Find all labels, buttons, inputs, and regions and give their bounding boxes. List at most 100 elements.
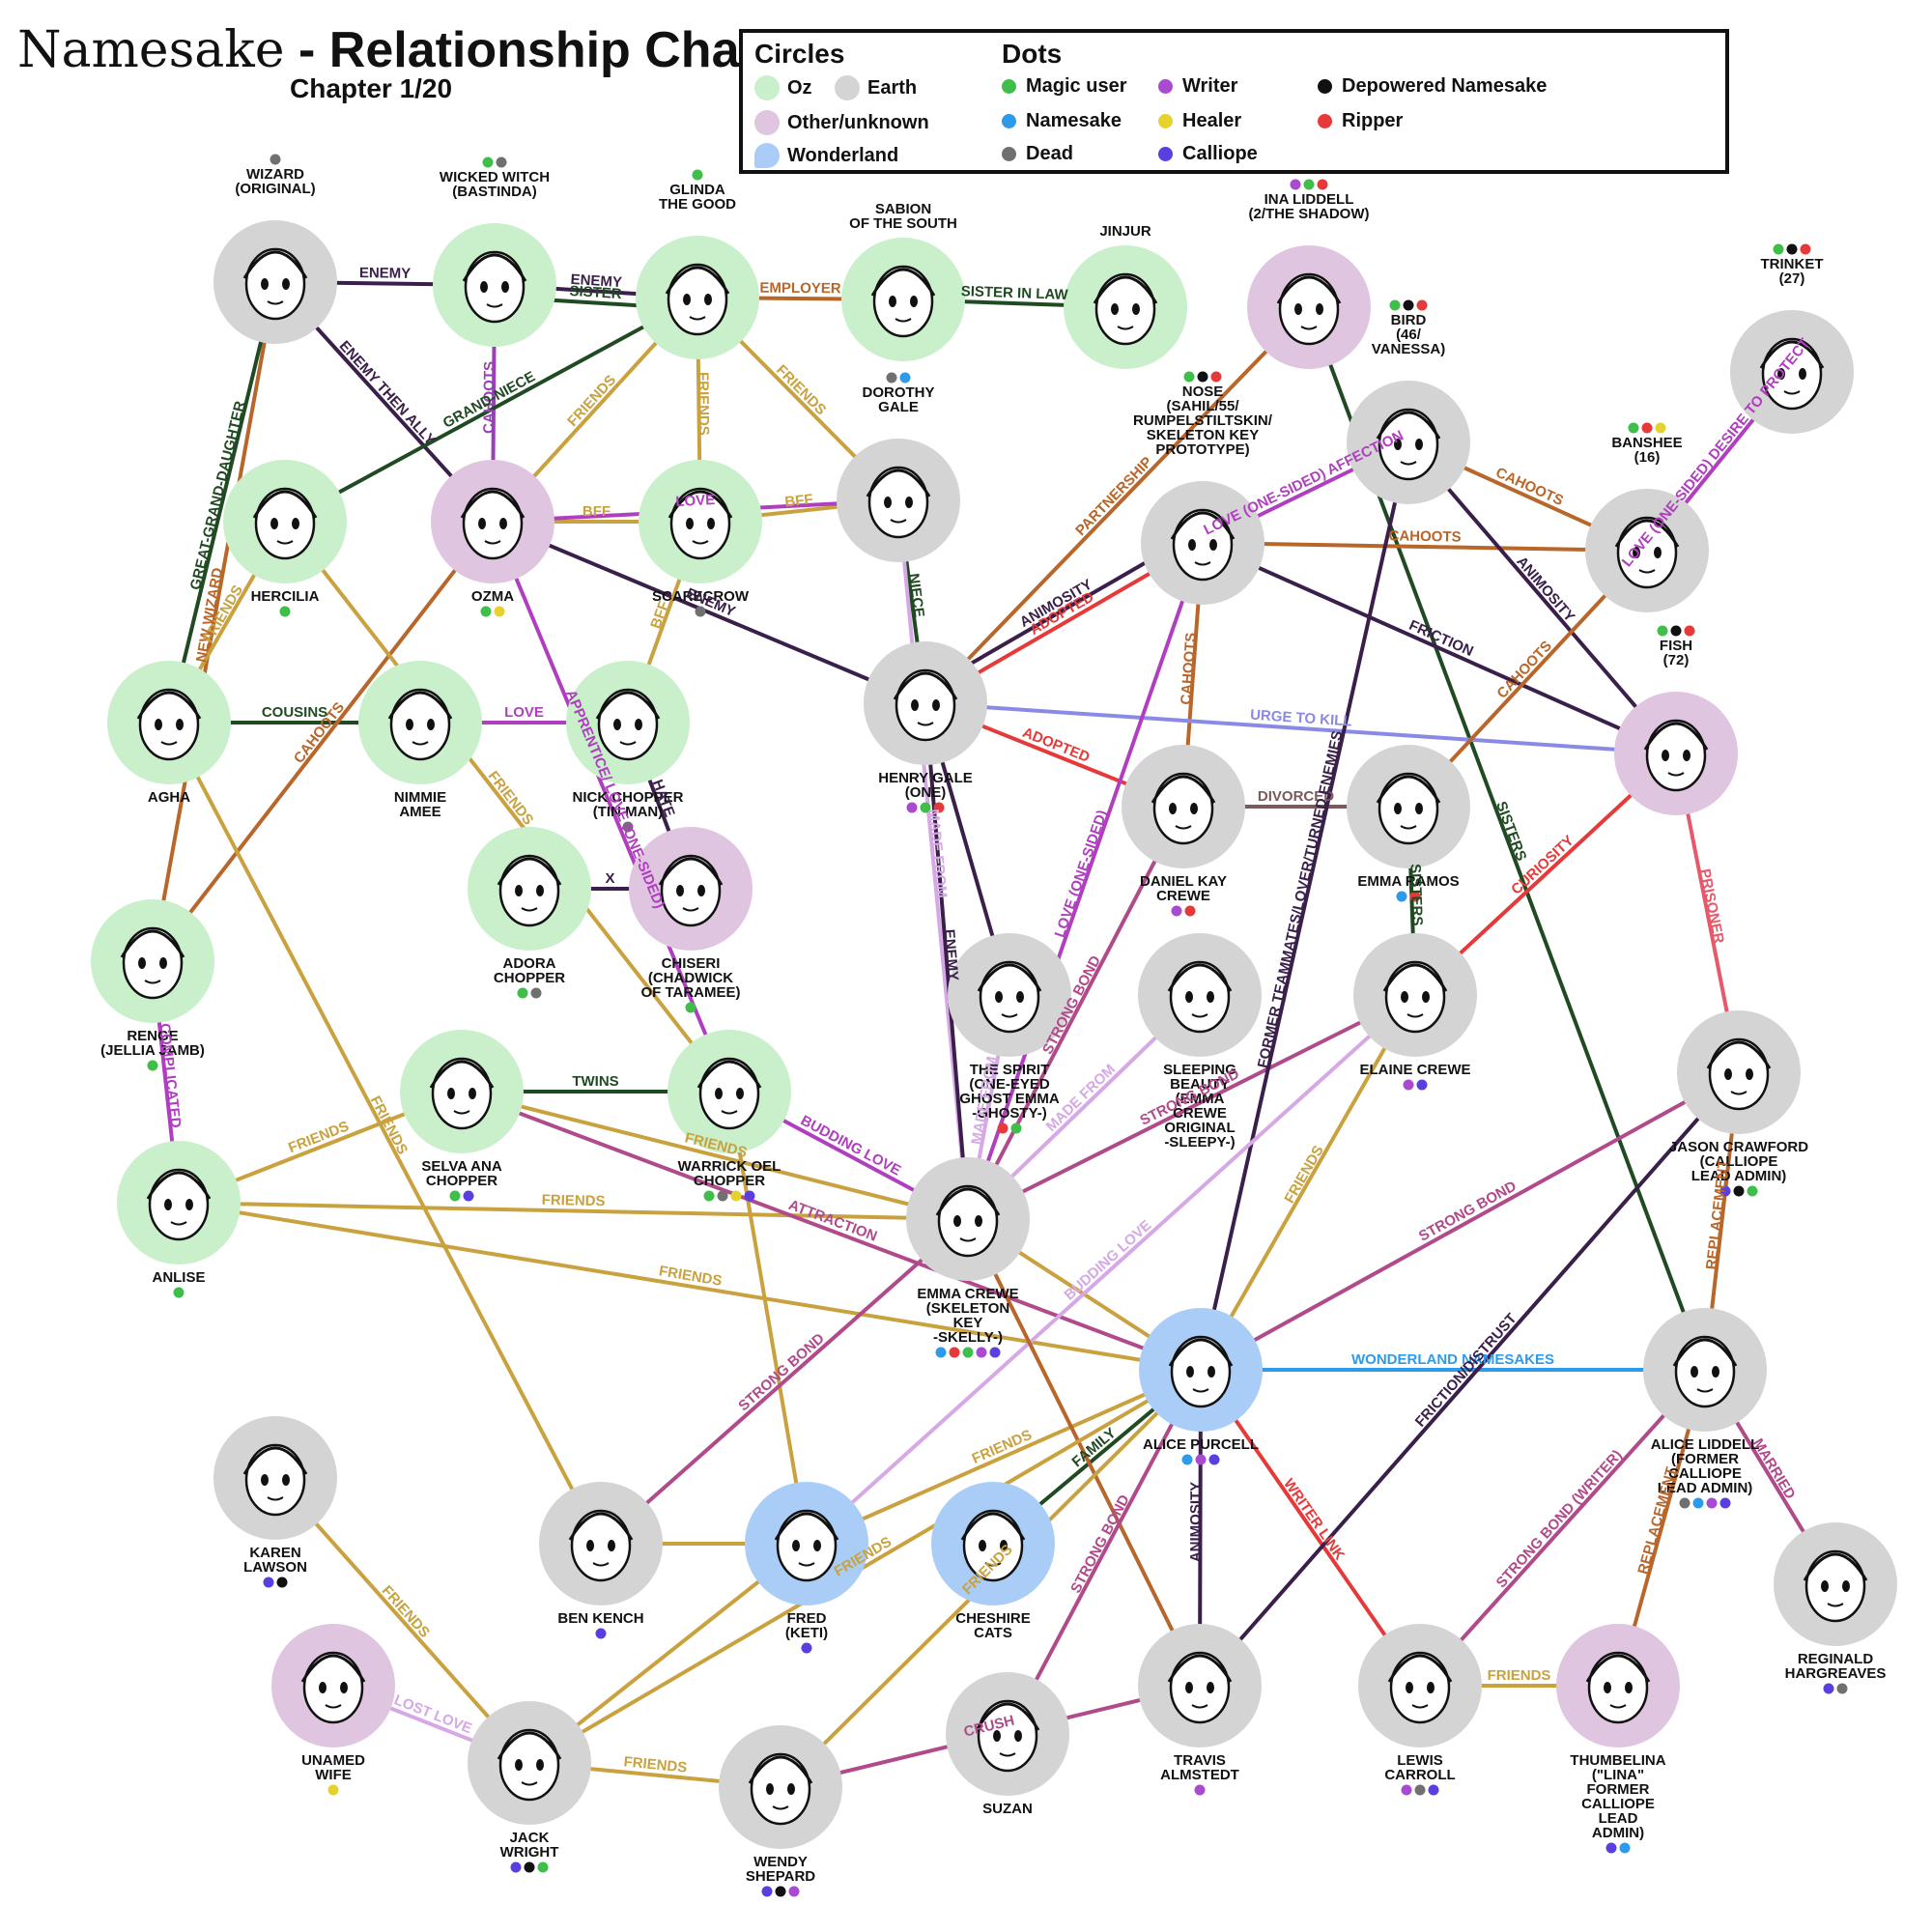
node-scarecrow[interactable]: SCARECROW <box>639 460 762 617</box>
chart-title: Namesake - Relationship Chart <box>17 21 776 79</box>
node-label: OF THE SOUTH <box>849 215 957 232</box>
status-dot <box>695 606 706 617</box>
status-dot <box>1389 299 1401 311</box>
portrait-eye-left <box>155 719 162 730</box>
node-nose[interactable]: NOSE(SAHIL/55/RUMPELSTILTSKIN/SKELETON K… <box>1133 371 1273 606</box>
node-label: INA LIDDELL <box>1264 191 1354 208</box>
node-label: ELAINE CREWE <box>1359 1062 1470 1078</box>
node-thumbelina[interactable]: THUMBELINA("LINA"FORMERCALLIOPELEADADMIN… <box>1556 1624 1680 1854</box>
node-suzan[interactable]: SUZAN <box>946 1672 1069 1817</box>
portrait-face <box>1804 1549 1866 1623</box>
portrait-mouth <box>276 540 294 545</box>
node-wizard[interactable]: WIZARD(ORIGINAL) <box>213 154 337 345</box>
node-label: WARRICK OEL <box>678 1158 781 1175</box>
node-label: LAWSON <box>243 1559 307 1576</box>
node-sleepy[interactable]: SLEEPINGBEAUTY(EMMACREWEORIGINAL-SLEEPY-… <box>1138 933 1262 1151</box>
portrait-hair <box>977 963 1042 992</box>
portrait-face <box>667 263 728 336</box>
edge-henry-emma <box>923 701 970 1221</box>
portrait-face <box>1169 1651 1231 1724</box>
node-banshee[interactable]: BANSHEE(16) <box>1585 422 1709 613</box>
node-ramos[interactable]: EMMA RAMOS <box>1347 745 1470 902</box>
node-label: NOSE <box>1182 384 1224 400</box>
portrait-icon <box>1706 1037 1772 1111</box>
edge-label: BUDDING LOVE <box>1062 1217 1155 1304</box>
portrait-icon <box>146 1168 212 1241</box>
node-label: BIRD <box>1391 312 1427 328</box>
node-label: (EMMA <box>1176 1091 1225 1107</box>
node-bird[interactable]: BIRD(46/VANESSA) <box>1347 299 1470 505</box>
node-fish[interactable]: FISH(72) <box>1614 625 1738 816</box>
legend-dot-ripper: Ripper <box>1318 110 1403 132</box>
status-dot <box>1823 1683 1834 1694</box>
portrait-hair <box>1167 963 1233 992</box>
status-dot <box>775 1886 786 1897</box>
node-fred[interactable]: FRED(KETI) <box>745 1482 868 1654</box>
node-label: CALLIOPE <box>1581 1796 1655 1812</box>
node-label: WIFE <box>315 1767 352 1783</box>
edge-hercilia-warrick <box>283 520 731 1094</box>
edge-henry-fish <box>923 701 1678 755</box>
portrait-eye-right <box>813 1540 821 1551</box>
node-nick[interactable]: NICK CHOPPER(TIN MAN) <box>566 661 690 833</box>
node-hercilia[interactable]: HERCILIA <box>223 460 347 617</box>
node-henry[interactable]: HENRY GALE(ONE) <box>864 641 987 813</box>
node-trinket[interactable]: TRINKET(27) <box>1730 243 1854 435</box>
portrait-icon <box>429 1057 495 1130</box>
node-label: VANESSA) <box>1372 341 1445 357</box>
node-ben[interactable]: BEN KENCH <box>539 1482 663 1639</box>
node-label: WENDY <box>753 1854 808 1870</box>
edge-label: URGE TO KILL <box>1250 707 1352 730</box>
portrait-eye-left <box>1633 547 1640 558</box>
edge-label: NIECE <box>905 573 927 619</box>
portrait-face <box>750 1752 811 1826</box>
node-anlise[interactable]: ANLISE <box>117 1141 241 1298</box>
portrait-icon <box>1803 1549 1868 1623</box>
portrait-eye-right <box>1016 991 1024 1003</box>
dot-swatch <box>1318 79 1332 94</box>
portrait-hair <box>893 671 958 700</box>
status-dot <box>1197 371 1208 383</box>
node-renge[interactable]: RENGE(JELLIA JAMB) <box>91 899 214 1071</box>
status-dot <box>949 1347 960 1358</box>
node-alicep[interactable]: ALICE PURCELL <box>1139 1308 1263 1465</box>
edge-nose-banshee <box>1201 541 1649 553</box>
node-jinjur[interactable]: JINJUR <box>1064 223 1187 369</box>
portrait-eye-left <box>1169 803 1177 814</box>
status-dot <box>989 1347 1001 1358</box>
portrait-icon <box>136 688 202 761</box>
portrait-face <box>389 688 451 761</box>
edge-jason-alicep <box>1199 1070 1741 1372</box>
node-agha[interactable]: AGHA <box>107 661 231 806</box>
node-label: LEAD ADMIN) <box>1658 1480 1753 1496</box>
portrait-eye-right <box>1207 991 1214 1003</box>
portrait-eye-left <box>911 699 919 711</box>
node-witch[interactable]: WICKED WITCH(BASTINDA) <box>433 156 556 348</box>
node-elaine[interactable]: ELAINE CREWE <box>1353 933 1477 1091</box>
node-ina[interactable]: INA LIDDELL(2/THE SHADOW) <box>1247 179 1371 370</box>
status-dot <box>976 1347 987 1358</box>
portrait-eye-left <box>715 1088 723 1099</box>
node-ozma[interactable]: OZMA <box>431 460 554 617</box>
